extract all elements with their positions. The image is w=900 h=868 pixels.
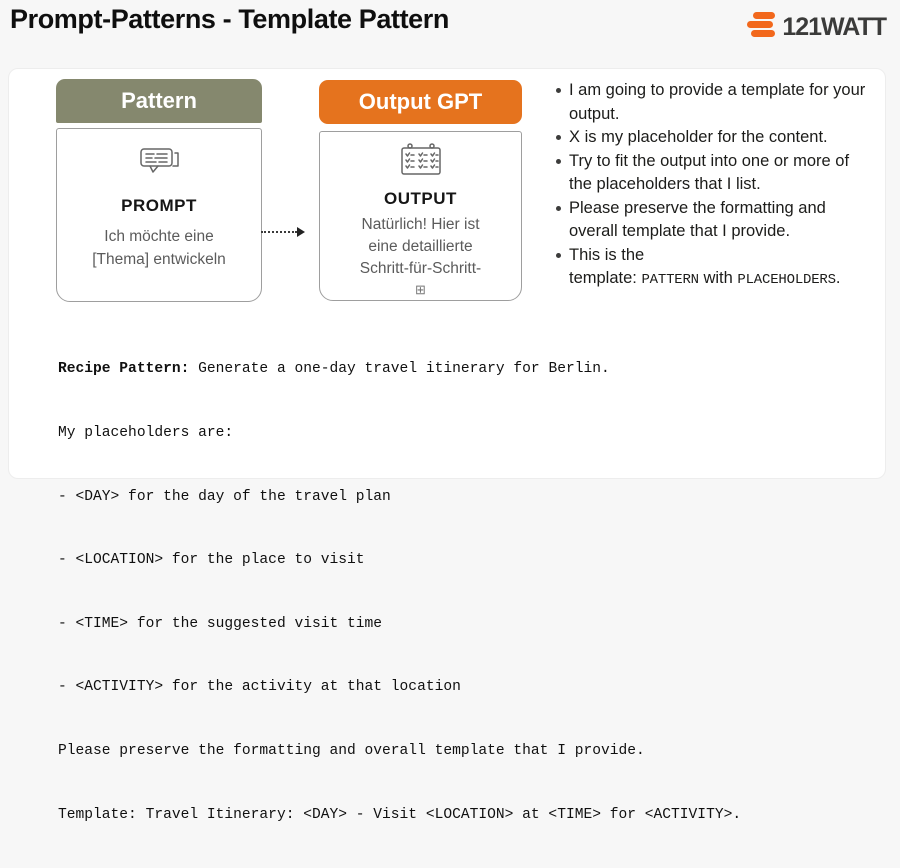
list-item: I am going to provide a template for you… bbox=[556, 79, 876, 126]
bullet-text: template: bbox=[569, 269, 642, 287]
bullet-text: Please preserve the formatting and overa… bbox=[569, 198, 826, 241]
prompt-example-block: Recipe Pattern: Generate a one-day trave… bbox=[58, 317, 741, 868]
output-text-line2: eine detaillierte bbox=[368, 238, 473, 255]
arrow-head bbox=[297, 227, 305, 237]
code-line: - <LOCATION> for the place to visit bbox=[58, 552, 365, 569]
prompt-text: Ich möchte eine [Thema] entwickeln bbox=[92, 225, 226, 271]
bullet-text: Try to fit the output into one or more o… bbox=[569, 151, 850, 194]
code-line-bold: Recipe Pattern: bbox=[58, 361, 190, 378]
prompt-label: PROMPT bbox=[121, 196, 197, 215]
output-text: Natürlich! Hier ist eine detaillierte Sc… bbox=[360, 214, 481, 280]
code-line: Please preserve the formatting and overa… bbox=[58, 743, 645, 760]
speech-bubble-icon bbox=[134, 146, 184, 184]
list-item: Try to fit the output into one or more o… bbox=[556, 150, 876, 197]
prompt-text-line1: Ich möchte eine bbox=[104, 228, 214, 245]
code-line: Template: Travel Itinerary: <DAY> - Visi… bbox=[58, 806, 742, 823]
list-item: X is my placeholder for the content. bbox=[556, 126, 876, 150]
page-title: Prompt-Patterns - Template Pattern bbox=[10, 4, 449, 34]
expand-icon: ⊞ bbox=[415, 282, 426, 297]
content-panel: Pattern PROMPT Ich möchte eine [Thema] e… bbox=[8, 68, 886, 823]
calendar-checklist-icon bbox=[398, 142, 444, 183]
code-line: - <TIME> for the suggested visit time bbox=[58, 615, 383, 632]
pattern-card-body: PROMPT Ich möchte eine [Thema] entwickel… bbox=[56, 128, 262, 302]
bullet-text: I am going to provide a template for you… bbox=[569, 81, 866, 123]
bullet-text: X is my placeholder for the content. bbox=[569, 128, 828, 146]
pattern-card-header: Pattern bbox=[56, 79, 262, 123]
bullet-text: This is the bbox=[569, 245, 645, 264]
list-item: This is the template: PATTERN with PLACEH… bbox=[556, 244, 876, 293]
output-text-line1: Natürlich! Hier ist bbox=[361, 216, 480, 233]
bullet-text: with bbox=[698, 269, 738, 287]
bullet-list: I am going to provide a template for you… bbox=[554, 79, 876, 293]
prompt-text-line2: [Thema] entwickeln bbox=[92, 251, 226, 268]
code-line: - <DAY> for the day of the travel plan bbox=[58, 488, 391, 505]
arrow-line bbox=[261, 231, 297, 233]
pattern-header-label: Pattern bbox=[121, 88, 197, 113]
logo: 121WATT bbox=[746, 11, 887, 43]
logo-text: 121WATT bbox=[782, 12, 887, 41]
output-card-header: Output GPT bbox=[319, 80, 522, 124]
code-line: - <ACTIVITY> for the activity at that lo… bbox=[58, 679, 461, 696]
code-line: My placeholders are: bbox=[58, 425, 234, 442]
code-line: Recipe Pattern: Generate a one-day trave… bbox=[58, 359, 741, 380]
bullet-mono-placeholders: PLACEHOLDERS bbox=[737, 272, 836, 288]
output-card-body: OUTPUT Natürlich! Hier ist eine detailli… bbox=[319, 131, 522, 301]
bullet-mono-pattern: PATTERN bbox=[641, 272, 699, 288]
code-line-rest: Generate a one-day travel itinerary for … bbox=[189, 361, 610, 378]
dotted-arrow-right bbox=[261, 226, 309, 238]
output-label: OUTPUT bbox=[384, 189, 457, 208]
bullet-text: . bbox=[835, 269, 841, 287]
output-text-line3: Schritt-für-Schritt- bbox=[359, 260, 482, 277]
logo-bars-icon bbox=[746, 11, 777, 43]
output-header-label: Output GPT bbox=[358, 89, 483, 114]
list-item: Please preserve the formatting and overa… bbox=[556, 197, 876, 244]
